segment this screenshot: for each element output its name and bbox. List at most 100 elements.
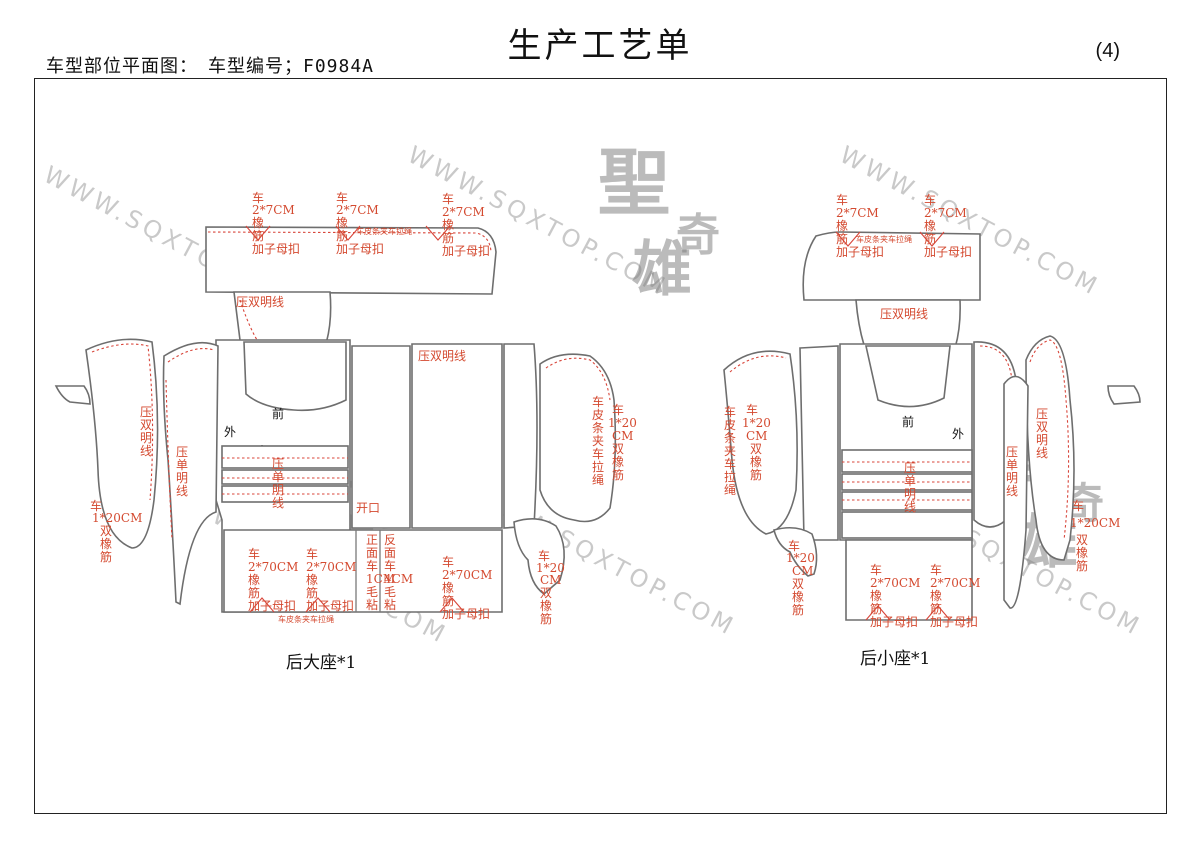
svg-text:2*7CM: 2*7CM — [336, 203, 379, 217]
svg-text:加子母扣: 加子母扣 — [248, 599, 296, 613]
small-band-3 — [841, 491, 973, 511]
svg-text:车: 车 — [248, 546, 260, 561]
svg-text:橡: 橡 — [306, 573, 318, 587]
svg-text:车: 车 — [612, 402, 624, 417]
large-left-ear — [54, 385, 91, 405]
small-top-rope-note: 车皮条夹车拉绳 — [856, 234, 912, 244]
svg-text:明: 明 — [1036, 433, 1048, 447]
svg-text:夹: 夹 — [724, 444, 736, 458]
svg-text:车: 车 — [306, 546, 318, 561]
small-bottom-buckle-1: 车 2*70CM 橡 筋 加子母扣 — [870, 562, 920, 629]
svg-text:面: 面 — [384, 546, 396, 560]
svg-text:加子母扣: 加子母扣 — [442, 607, 490, 621]
svg-text:2*7CM: 2*7CM — [924, 206, 967, 220]
svg-text:橡: 橡 — [442, 218, 454, 232]
svg-text:毛: 毛 — [384, 585, 396, 599]
large-bottom-buckle-1: 车 2*70CM 橡 筋 加子母扣 — [248, 546, 298, 613]
svg-text:双: 双 — [612, 442, 624, 456]
large-front-velcro: 正 面 车 1CM 毛 粘 — [366, 533, 395, 612]
svg-text:2*70CM: 2*70CM — [442, 568, 492, 582]
small-center-single-stitch: 压 单 明 线 — [904, 461, 916, 514]
svg-text:1*20: 1*20 — [536, 561, 565, 575]
large-hood-topstitch: 压双明线 — [236, 295, 284, 309]
svg-text:粘: 粘 — [384, 597, 396, 612]
svg-text:加子母扣: 加子母扣 — [306, 599, 354, 613]
svg-text:车: 车 — [724, 456, 736, 471]
svg-text:压: 压 — [272, 457, 284, 471]
large-bottom-buckle-3: 车 2*70CM 橡 筋 加子母扣 — [442, 554, 492, 621]
small-left-wing — [723, 350, 798, 535]
svg-text:车: 车 — [442, 191, 454, 206]
small-band-4 — [841, 511, 973, 539]
svg-text:CM: CM — [612, 429, 633, 443]
svg-text:2*70CM: 2*70CM — [870, 576, 920, 590]
svg-text:筋: 筋 — [336, 228, 348, 243]
svg-text:加子母扣: 加子母扣 — [870, 615, 918, 629]
svg-text:线: 线 — [1036, 446, 1048, 460]
svg-text:1*20: 1*20 — [742, 416, 771, 430]
svg-text:1CM: 1CM — [366, 572, 395, 586]
small-front-label: 前 — [902, 414, 914, 429]
svg-text:明: 明 — [904, 487, 916, 501]
large-back-velcro: 反 面 车 4CM 毛 粘 — [384, 533, 413, 612]
svg-text:加子母扣: 加子母扣 — [930, 615, 978, 629]
large-far-right-back — [503, 343, 538, 529]
svg-text:双: 双 — [100, 524, 112, 538]
svg-text:橡: 橡 — [442, 581, 454, 595]
svg-text:筋: 筋 — [870, 601, 882, 616]
large-right-flap — [513, 518, 565, 596]
svg-text:橡: 橡 — [1076, 546, 1088, 560]
svg-text:筋: 筋 — [540, 611, 552, 626]
drawing-frame — [34, 78, 1167, 814]
svg-text:橡: 橡 — [336, 216, 348, 230]
watermark-logo-char: 聖 — [598, 140, 670, 225]
svg-text:2*7CM: 2*7CM — [836, 206, 879, 220]
vehicle-model-line: 车型部位平面图： 车型编号；F0984A — [46, 56, 375, 77]
svg-text:明: 明 — [176, 471, 188, 485]
svg-text:粘: 粘 — [366, 597, 378, 612]
svg-text:橡: 橡 — [870, 589, 882, 603]
small-right-side — [1025, 335, 1075, 561]
svg-text:双: 双 — [140, 418, 152, 432]
small-top-strip — [802, 231, 981, 301]
svg-text:压: 压 — [1036, 407, 1048, 421]
small-bottom-buckle-2: 车 2*70CM 橡 筋 加子母扣 — [930, 562, 980, 629]
svg-text:压: 压 — [176, 445, 188, 459]
large-inner-cup — [243, 341, 347, 412]
svg-text:筋: 筋 — [750, 467, 762, 482]
large-front-label: 前 — [272, 406, 284, 421]
svg-text:筋: 筋 — [306, 585, 318, 600]
svg-text:车: 车 — [930, 562, 942, 577]
svg-text:筋: 筋 — [930, 601, 942, 616]
svg-text:橡: 橡 — [930, 589, 942, 603]
svg-text:加子母扣: 加子母扣 — [836, 245, 884, 259]
page-title: 生产工艺单 — [507, 26, 693, 66]
large-flap-elastic: 车 1*20 CM 双 橡 筋 — [536, 548, 565, 626]
svg-text:筋: 筋 — [442, 230, 454, 245]
svg-text:车: 车 — [384, 558, 396, 573]
svg-text:拉: 拉 — [592, 459, 604, 474]
svg-text:橡: 橡 — [612, 455, 624, 469]
small-left-flap — [773, 526, 818, 577]
large-left-double-stitch: 压 双 明 线 — [140, 405, 152, 458]
svg-text:加子母扣: 加子母扣 — [336, 242, 384, 256]
large-back-topstitch: 压双明线 — [418, 349, 466, 363]
svg-text:双: 双 — [1076, 533, 1088, 547]
small-flap-elastic: 车 1*20 CM 双 橡 筋 — [786, 538, 815, 617]
svg-text:车: 车 — [366, 558, 378, 573]
svg-text:线: 线 — [140, 444, 152, 458]
large-seat-annotations: 车 2*7CM 橡 筋 加子母扣 车 2*7CM 橡 筋 加子母扣 车皮条夹车拉… — [90, 190, 637, 673]
large-left-side — [162, 341, 219, 606]
svg-text:车: 车 — [746, 402, 758, 417]
svg-text:车: 车 — [724, 404, 736, 419]
large-right-elastic: 车 1*20 CM 双 橡 筋 — [608, 402, 637, 482]
svg-text:明: 明 — [1006, 471, 1018, 485]
svg-text:橡: 橡 — [252, 216, 264, 230]
large-band-1 — [221, 445, 349, 469]
large-top-buckle-3: 车 2*7CM 橡 筋 加子母扣 — [442, 191, 490, 258]
svg-text:筋: 筋 — [1076, 558, 1088, 573]
small-right-elastic: 车 1*20CM 双 橡 筋 — [1070, 498, 1120, 573]
svg-text:条: 条 — [592, 421, 604, 435]
svg-text:橡: 橡 — [836, 219, 848, 233]
svg-text:2*7CM: 2*7CM — [442, 205, 485, 219]
